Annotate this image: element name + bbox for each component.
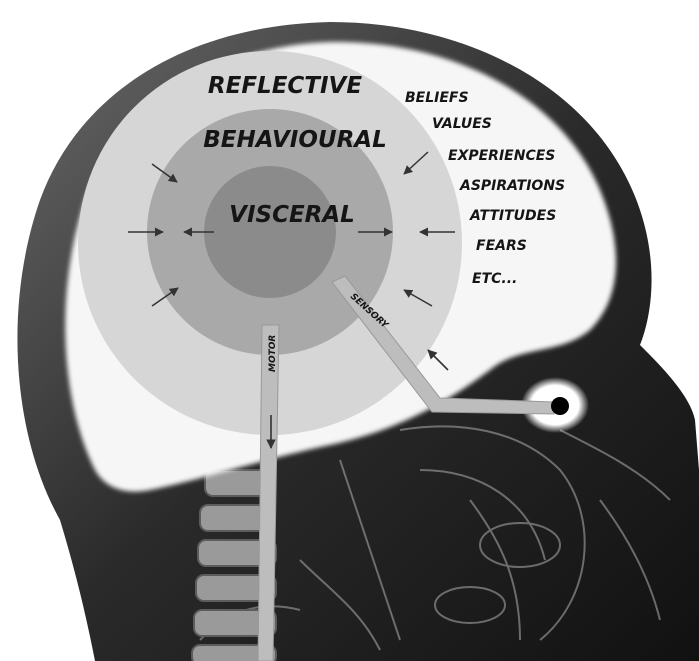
inner-core (204, 166, 336, 298)
motor-label: MOTOR (268, 335, 278, 372)
factor-aspirations: ASPIRATIONS (459, 178, 565, 194)
eye-pupil (551, 397, 569, 415)
factor-attitudes: ATTITUDES (469, 208, 556, 224)
factor-experiences: EXPERIENCES (448, 148, 555, 164)
visceral-label: VISCERAL (229, 202, 355, 228)
factor-fears: FEARS (476, 238, 527, 254)
reflective-label: REFLECTIVE (208, 73, 362, 99)
behavioural-label: BEHAVIOURAL (203, 127, 386, 153)
factor-values: VALUES (432, 116, 492, 132)
factor-etc: ETC... (472, 271, 517, 287)
factor-beliefs: BELIEFS (405, 90, 469, 106)
